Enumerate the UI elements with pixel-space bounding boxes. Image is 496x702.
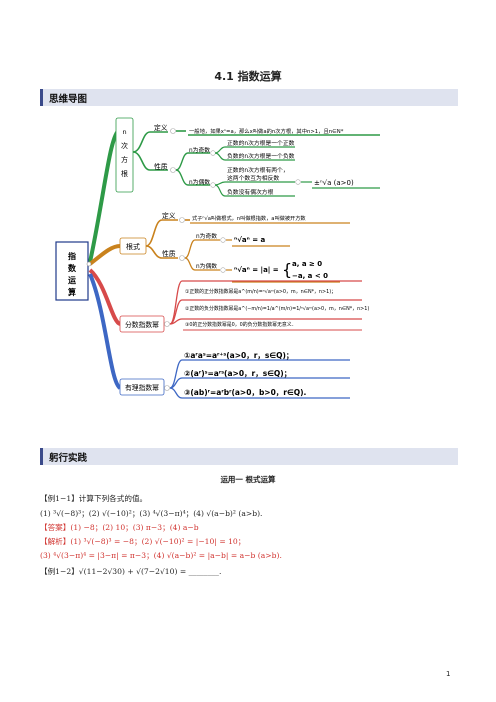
node-nth-root-c3: 方 xyxy=(121,155,128,164)
node-fractional-label: 分数指数幂 xyxy=(125,320,159,329)
mindmap-diagram: 指 数 运 算 n 次 方 根 定义 一般地，如果xⁿ=a，那么x叫做a的n次方… xyxy=(55,117,380,399)
branch-line-fractional xyxy=(88,268,122,326)
radical-definition-text: 式子ⁿ√a叫做根式，n叫做根指数，a叫做被开方数 xyxy=(192,214,306,222)
example1-answer: 【答案】(1) −8；(2) 10；(3) π−3；(4) a−b xyxy=(40,523,199,532)
radical-definition-label: 定义 xyxy=(162,211,176,220)
nth-root-even-formula: ±ⁿ√a (a>0) xyxy=(314,179,354,187)
nth-root-definition-label: 定义 xyxy=(154,123,168,132)
nth-root-even-item-2: 这两个数互为相反数 xyxy=(227,174,279,182)
root-char-3: 运 xyxy=(68,276,76,285)
example2-prompt: 【例1−2】√(11−2√30) + √(7−2√10) = ________. xyxy=(40,567,222,576)
node-nth-root xyxy=(115,117,134,193)
fractional-item-3: ③0的正分数指数幂是0，0的负分数指数幂无意义． xyxy=(185,321,297,328)
page-number: 1 xyxy=(446,670,451,678)
nth-root-odd-item-2: 负数的n次方根是一个负数 xyxy=(227,152,295,160)
nth-root-even-label: n为偶数 xyxy=(189,178,210,186)
node-nth-root-c1: n xyxy=(122,128,126,136)
nth-root-odd-label: n为奇数 xyxy=(189,146,210,154)
node-rational-label: 有理指数幂 xyxy=(125,383,159,392)
section-label: 思维导图 xyxy=(49,94,88,105)
rational-item-2: ②(aʳ)ˢ=aʳˢ(a>0，r，s∈Q)； xyxy=(184,369,291,379)
radical-even-case-2: −a, a < 0 xyxy=(292,272,328,280)
root-node xyxy=(55,241,89,301)
node-fractional xyxy=(119,315,165,333)
example1-parts: (1) ³√(−8)³；(2) √(−10)²；(3) ⁴√(3−π)⁴；(4)… xyxy=(40,509,263,518)
radical-even-label: n为偶数 xyxy=(196,262,217,270)
fractional-item-2: ②正数的负分数指数幂是a^(−m/n)=1/a^(m/n)=1/ⁿ√aᵐ(a>0… xyxy=(185,305,369,312)
radical-property-label: 性质 xyxy=(162,249,176,258)
example1-prompt: 【例1−1】计算下列各式的值。 xyxy=(40,494,148,503)
rational-item-1: ①aʳaˢ=aʳ⁺ˢ(a>0，r，s∈Q)； xyxy=(184,351,293,361)
root-char-1: 指 xyxy=(68,251,76,261)
fractional-item-1: ①正数的正分数指数幂是a^(m/n)=ⁿ√aᵐ(a>0，m，n∈N*，n>1)； xyxy=(185,288,336,295)
page-title: 4.1 指数运算 xyxy=(214,70,282,83)
branch-line-nth-root xyxy=(88,128,122,263)
node-nth-root-c2: 次 xyxy=(121,141,128,150)
radical-even-formula-left: ⁿ√aⁿ = |a| = xyxy=(234,266,279,275)
root-char-4: 算 xyxy=(68,287,76,297)
radical-odd-formula: ⁿ√aⁿ = a xyxy=(234,236,266,244)
nth-root-odd-item-1: 正数的n次方根是一个正数 xyxy=(227,139,295,147)
section-label: 躬行实践 xyxy=(49,453,88,464)
rational-item-3: ③(ab)ʳ=aʳbʳ(a>0，b>0，r∈Q). xyxy=(184,388,307,397)
subsection-heading: 运用一 根式运算 xyxy=(220,475,276,484)
section-header-practice: 躬行实践 xyxy=(40,448,458,465)
cases-brace: { xyxy=(282,260,292,279)
nth-root-even-item-1: 正数的n次方根有两个， xyxy=(227,166,289,174)
section-header-mindmap: 思维导图 xyxy=(40,89,458,106)
nth-root-even-item-3: 负数没有偶次方根 xyxy=(227,188,274,196)
node-radical-label: 根式 xyxy=(126,242,140,251)
node-nth-root-c4: 根 xyxy=(121,169,128,178)
radical-odd-label: n为奇数 xyxy=(196,232,217,240)
nth-root-property-label: 性质 xyxy=(154,162,168,171)
node-rational xyxy=(119,378,165,396)
radical-even-case-1: a, a ≥ 0 xyxy=(292,260,322,268)
branch-line-rational xyxy=(88,273,122,390)
example1-analysis-line2: (3) ⁴√(3−π)⁴ = |3−π| = π−3；(4) √(a−b)² =… xyxy=(40,551,282,560)
branch-line-radical xyxy=(88,244,121,266)
example1-analysis-line1: 【解析】(1) ³√(−8)³ = −8；(2) √(−10)² = |−10|… xyxy=(40,537,246,546)
nth-root-definition-text: 一般地，如果xⁿ=a，那么x叫做a的n次方根，其中n>1，且n∈N* xyxy=(189,127,344,135)
root-char-2: 数 xyxy=(68,263,77,273)
